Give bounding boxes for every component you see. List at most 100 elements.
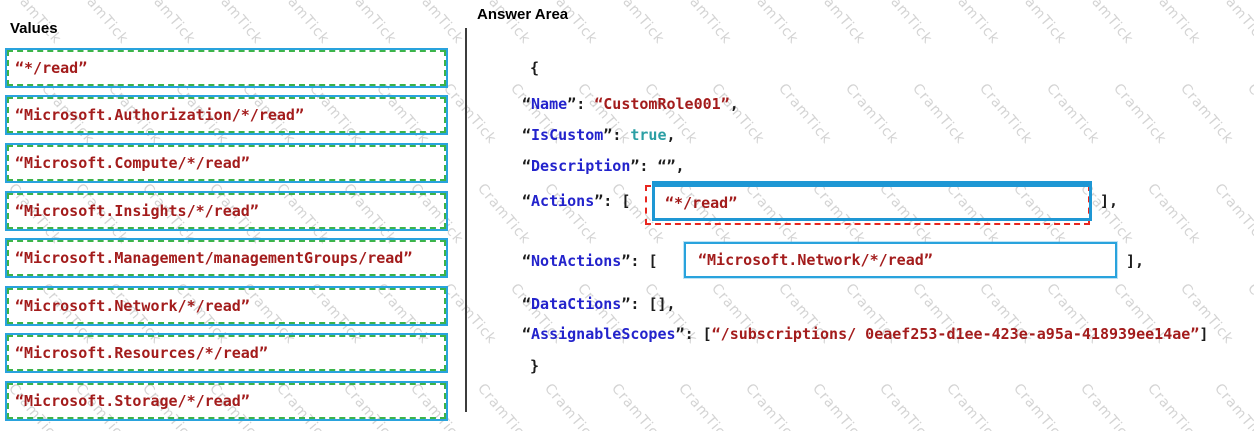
value-option-read-all[interactable]: “*/read” bbox=[5, 48, 448, 88]
json-key: Name bbox=[531, 95, 568, 113]
json-bracket-open: [ bbox=[702, 325, 712, 343]
value-option-insights[interactable]: “Microsoft.Insights/*/read” bbox=[5, 191, 448, 231]
answer-area-title: Answer Area bbox=[477, 6, 569, 23]
json-comma: , bbox=[666, 126, 676, 144]
json-bracket-close: ], bbox=[1100, 192, 1119, 210]
watermark-text: CramTick bbox=[943, 380, 1003, 431]
value-option-label: “Microsoft.Network/*/read” bbox=[15, 297, 250, 315]
json-line-assignablescopes: “AssignableScopes”: [“/subscriptions/ 0e… bbox=[522, 324, 1208, 344]
json-colon: : bbox=[576, 95, 595, 113]
value-option-label: “Microsoft.Resources/*/read” bbox=[15, 344, 268, 362]
brace-token: { bbox=[530, 59, 540, 77]
value-option-storage[interactable]: “Microsoft.Storage/*/read” bbox=[5, 381, 448, 421]
watermark-text: CramTick bbox=[440, 80, 500, 148]
value-option-resources[interactable]: “Microsoft.Resources/*/read” bbox=[5, 333, 448, 373]
json-quote: “ bbox=[522, 295, 532, 313]
json-bracket-open: [ bbox=[621, 192, 640, 210]
watermark-text: CramTick bbox=[675, 380, 735, 431]
watermark-text: CramTick bbox=[1144, 0, 1204, 48]
watermark-text: CramTick bbox=[1244, 80, 1254, 148]
json-key: DataCtions bbox=[531, 295, 622, 313]
json-comma: , bbox=[729, 95, 739, 113]
watermark-text: CramTick bbox=[1144, 180, 1204, 248]
notactions-slot-value: “Microsoft.Network/*/read” bbox=[698, 251, 933, 269]
watermark-text: CramTick bbox=[608, 0, 668, 48]
watermark-text: CramTick bbox=[541, 380, 601, 431]
json-quote: ” bbox=[594, 192, 604, 210]
json-line-iscustom: “IsCustom”: true, bbox=[522, 125, 676, 145]
json-colon: : bbox=[630, 252, 649, 270]
json-empty-array: [], bbox=[648, 295, 676, 313]
actions-drop-slot[interactable]: “*/read” bbox=[652, 181, 1092, 221]
watermark-text: CramTick bbox=[943, 0, 1003, 48]
json-comma: , bbox=[675, 157, 685, 175]
json-colon: : bbox=[684, 325, 703, 343]
notactions-drop-slot[interactable]: “Microsoft.Network/*/read” bbox=[684, 242, 1117, 278]
watermark-text: CramTick bbox=[675, 0, 735, 48]
json-quote: “ bbox=[522, 157, 532, 175]
watermark-text: CramTick bbox=[708, 80, 768, 148]
json-keyword-true: true bbox=[630, 126, 667, 144]
watermark-text: CramTick bbox=[340, 0, 400, 48]
value-option-network[interactable]: “Microsoft.Network/*/read” bbox=[5, 286, 448, 326]
json-quote: “ bbox=[522, 126, 532, 144]
value-option-label: “Microsoft.Compute/*/read” bbox=[15, 154, 250, 172]
json-key: IsCustom bbox=[531, 126, 604, 144]
watermark-text: CramTick bbox=[842, 80, 902, 148]
watermark-text: CramTick bbox=[474, 380, 534, 431]
watermark-text: CramTick bbox=[72, 0, 132, 48]
watermark-text: CramTick bbox=[876, 380, 936, 431]
json-quote: ” bbox=[630, 157, 640, 175]
watermark-text: CramTick bbox=[440, 280, 500, 348]
json-close-brace: } bbox=[530, 356, 539, 376]
json-open-brace: { bbox=[530, 58, 539, 78]
value-option-label: “Microsoft.Management/managementGroups/r… bbox=[15, 249, 413, 267]
json-quote: “ bbox=[522, 95, 532, 113]
watermark-text: CramTick bbox=[273, 0, 333, 48]
watermark-text: CramTick bbox=[742, 0, 802, 48]
json-empty-string: “” bbox=[657, 157, 676, 175]
json-line-notactions: “NotActions”: [ bbox=[522, 251, 667, 271]
value-option-label: “*/read” bbox=[15, 59, 88, 77]
watermark-text: CramTick bbox=[608, 380, 668, 431]
watermark-text: CramTick bbox=[407, 0, 467, 48]
watermark-text: CramTick bbox=[1211, 180, 1254, 248]
json-bracket-close: ], bbox=[1126, 252, 1145, 270]
watermark-text: CramTick bbox=[1077, 0, 1137, 48]
json-bracket-open: [ bbox=[648, 252, 667, 270]
json-string-value: “/subscriptions/ 0eaef253-d1ee-423e-a95a… bbox=[711, 325, 1200, 343]
json-line-description: “Description”: “”, bbox=[522, 156, 685, 176]
divider bbox=[465, 28, 467, 412]
watermark-text: CramTick bbox=[1211, 0, 1254, 48]
json-quote: ” bbox=[621, 295, 631, 313]
watermark-text: CramTick bbox=[139, 0, 199, 48]
json-colon: : bbox=[612, 126, 631, 144]
watermark-text: CramTick bbox=[909, 80, 969, 148]
json-colon: : bbox=[603, 192, 622, 210]
json-colon: : bbox=[639, 157, 658, 175]
json-quote: “ bbox=[522, 192, 532, 210]
json-line-datactions: “DataCtions”: [], bbox=[522, 294, 676, 314]
value-option-label: “Microsoft.Authorization/*/read” bbox=[15, 106, 304, 124]
json-key: Description bbox=[531, 157, 631, 175]
json-colon: : bbox=[630, 295, 649, 313]
watermark-text: CramTick bbox=[775, 80, 835, 148]
json-quote: ” bbox=[603, 126, 613, 144]
watermark-text: CramTick bbox=[206, 0, 266, 48]
value-option-compute[interactable]: “Microsoft.Compute/*/read” bbox=[5, 143, 448, 183]
json-key: AssignableScopes bbox=[531, 325, 676, 343]
watermark-text: CramTick bbox=[1244, 280, 1254, 348]
brace-token: } bbox=[530, 357, 540, 375]
watermark-text: CramTick bbox=[1211, 380, 1254, 431]
watermark-text: CramTick bbox=[809, 380, 869, 431]
watermark-text: CramTick bbox=[1077, 380, 1137, 431]
values-title: Values bbox=[10, 20, 58, 37]
json-key: NotActions bbox=[531, 252, 622, 270]
json-key: Actions bbox=[531, 192, 595, 210]
value-option-management[interactable]: “Microsoft.Management/managementGroups/r… bbox=[5, 238, 448, 278]
json-actions-close: ], bbox=[1100, 191, 1118, 211]
watermark-text: CramTick bbox=[1043, 80, 1103, 148]
json-line-actions: “Actions”: [ bbox=[522, 191, 639, 211]
watermark-text: CramTick bbox=[976, 80, 1036, 148]
value-option-authorization[interactable]: “Microsoft.Authorization/*/read” bbox=[5, 95, 448, 135]
